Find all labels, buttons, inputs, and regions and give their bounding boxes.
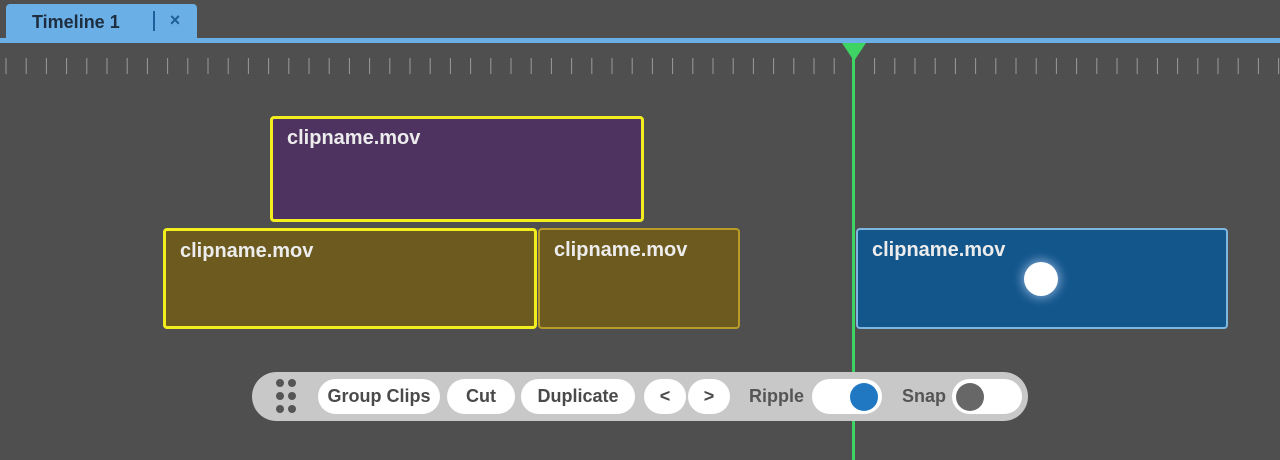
clip-toolbar: Group Clips Cut Duplicate < > Ripple Sna… (252, 372, 1028, 421)
clip[interactable]: clipname.mov (538, 228, 740, 329)
clip-name: clipname.mov (287, 127, 421, 149)
snap-label: Snap (902, 386, 947, 406)
time-ruler[interactable] (0, 55, 1280, 77)
clip-name: clipname.mov (872, 239, 1006, 261)
clip[interactable]: clipname.mov (856, 228, 1228, 329)
cut-button[interactable]: Cut (447, 379, 515, 414)
ripple-toggle[interactable] (812, 379, 882, 414)
duplicate-button[interactable]: Duplicate (521, 379, 635, 414)
toggle-knob (850, 383, 878, 411)
group-clips-button[interactable]: Group Clips (318, 379, 440, 414)
ripple-label: Ripple (749, 386, 805, 406)
tab-bar: Timeline 1 × (0, 0, 1280, 43)
playhead-handle-icon[interactable] (842, 43, 866, 61)
previous-button[interactable]: < (644, 379, 686, 414)
close-icon[interactable]: × (169, 10, 181, 30)
tab-label: Timeline 1 (32, 12, 120, 32)
clip-name: clipname.mov (180, 240, 314, 262)
pointer-cursor-icon (1024, 262, 1058, 296)
snap-toggle[interactable] (952, 379, 1022, 414)
clip[interactable]: clipname.mov (270, 116, 644, 222)
tab-separator (153, 11, 155, 31)
clip[interactable]: clipname.mov (163, 228, 537, 329)
clip-name: clipname.mov (554, 239, 688, 261)
playhead-line[interactable] (852, 44, 855, 460)
drag-handle-icon[interactable] (276, 379, 298, 415)
next-button[interactable]: > (688, 379, 730, 414)
toggle-knob (956, 383, 984, 411)
tab-timeline-1[interactable]: Timeline 1 × (6, 4, 197, 38)
tab-underline (0, 38, 1280, 43)
